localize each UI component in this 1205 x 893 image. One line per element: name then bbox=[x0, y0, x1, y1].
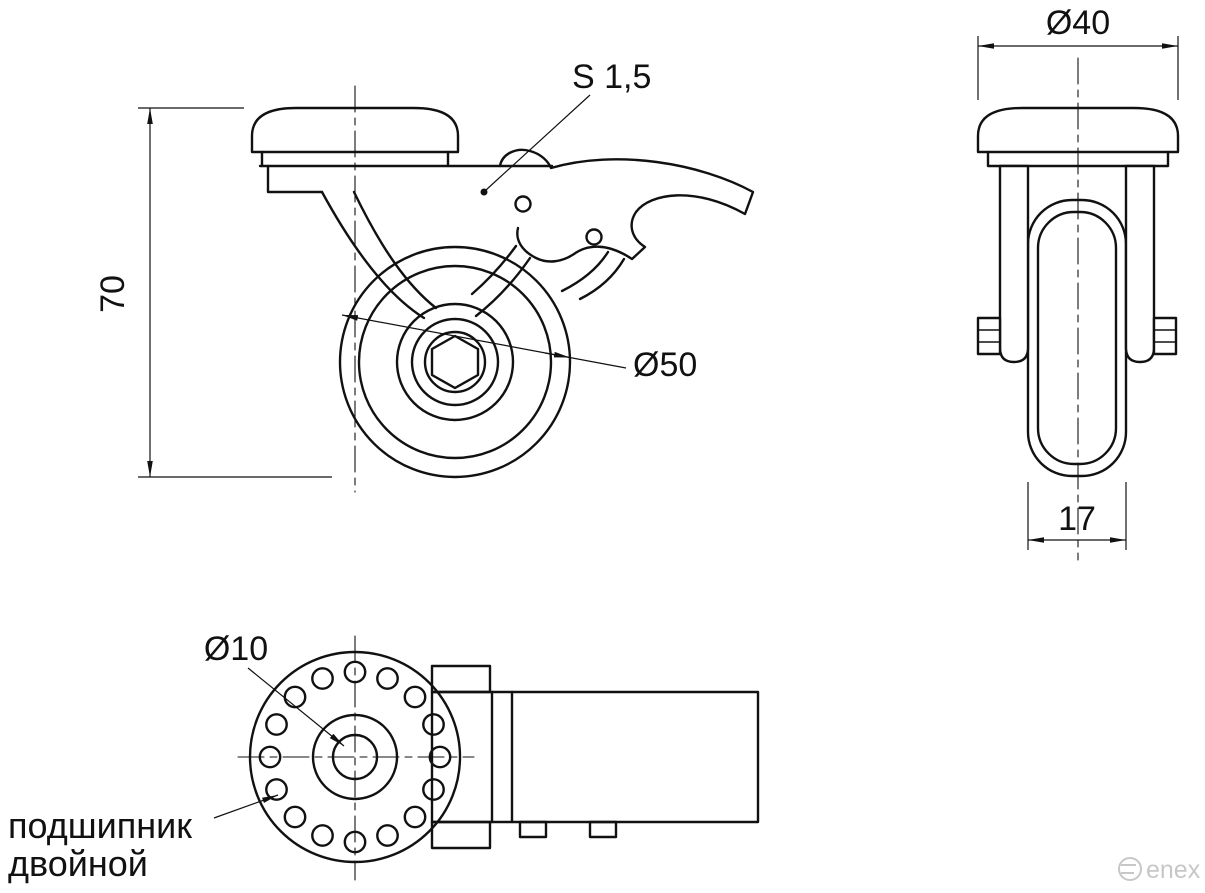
front-cap-lip bbox=[260, 150, 450, 168]
bearing-ball bbox=[376, 667, 399, 690]
side-wheel-inner bbox=[1036, 210, 1118, 466]
bottom-brake-tab-2 bbox=[588, 820, 618, 839]
bearing-ball bbox=[311, 667, 334, 690]
bearing-ball bbox=[422, 713, 445, 736]
front-axle-boss bbox=[423, 330, 487, 394]
wheel-dia-leader bbox=[341, 314, 627, 369]
bearing-ball-ring bbox=[258, 660, 452, 854]
front-thickness-leader-dot bbox=[480, 188, 488, 196]
bearing-ball bbox=[265, 713, 288, 736]
side-axle-bolt-right bbox=[1152, 316, 1178, 356]
front-fork-left bbox=[320, 190, 438, 320]
front-bracket-hole-2 bbox=[585, 228, 603, 246]
width-dim-label: 17 bbox=[1058, 500, 1096, 538]
bottom-dimensions bbox=[213, 667, 345, 819]
bearing-ball bbox=[283, 805, 307, 829]
brand-logo-icon bbox=[1118, 857, 1142, 881]
side-view bbox=[976, 57, 1180, 561]
bottom-wheel-body bbox=[430, 690, 760, 824]
front-cap bbox=[250, 106, 460, 154]
wheel-dia-label: Ø50 bbox=[633, 346, 697, 384]
bearing-ball bbox=[376, 824, 399, 847]
thickness-leader-line bbox=[485, 94, 591, 191]
bearing-ball bbox=[343, 660, 367, 684]
bearing-ball bbox=[422, 778, 445, 801]
side-dimensions bbox=[977, 36, 1179, 550]
bore-dia-label: Ø10 bbox=[204, 630, 268, 668]
bearing-ball bbox=[343, 830, 367, 854]
brand-watermark: enex bbox=[1118, 856, 1201, 884]
side-fork-right-leg bbox=[1124, 164, 1156, 364]
bearing-note-leader bbox=[213, 794, 279, 819]
front-axle-nut bbox=[430, 334, 480, 390]
front-bracket-hole-1 bbox=[514, 195, 532, 213]
wheel-dia-arrow2 bbox=[544, 351, 571, 359]
bearing-ball bbox=[403, 805, 427, 829]
front-view bbox=[250, 85, 755, 493]
bearing-ball bbox=[283, 685, 307, 709]
bearing-ball bbox=[265, 778, 288, 801]
bottom-plate-outer bbox=[248, 650, 462, 864]
bearing-ball bbox=[428, 745, 452, 769]
bearing-note-line1: подшипник bbox=[8, 805, 192, 846]
bottom-fork-leg-top bbox=[430, 664, 492, 694]
thickness-label: S 1,5 bbox=[572, 58, 651, 96]
bottom-brake-tab-1 bbox=[518, 820, 548, 839]
side-wheel-tire bbox=[1026, 198, 1128, 478]
front-wheel-tire-inner bbox=[357, 264, 553, 460]
side-axle-bolt-left bbox=[976, 316, 1002, 356]
height-dim-label: 70 bbox=[94, 275, 132, 313]
bearing-ball bbox=[311, 824, 334, 847]
front-brake-arm bbox=[560, 250, 626, 301]
front-bracket-left bbox=[266, 164, 324, 194]
bore-dia-leader bbox=[247, 667, 345, 747]
bottom-fork-leg-bottom bbox=[430, 820, 492, 850]
side-cap bbox=[976, 106, 1180, 154]
front-wheel-hub bbox=[410, 317, 500, 407]
watermark-text: enex bbox=[1146, 856, 1201, 884]
front-wheel-rim bbox=[395, 302, 515, 422]
bottom-hub-boss bbox=[311, 713, 399, 801]
front-dimensions bbox=[138, 94, 627, 478]
brand-logo-icon-lines bbox=[1121, 864, 1136, 874]
bottom-view bbox=[237, 635, 760, 881]
front-wheel-outer bbox=[338, 245, 572, 479]
side-axle-bolt-facets bbox=[977, 329, 1177, 343]
front-brake-lever bbox=[498, 148, 755, 263]
side-cap-lip bbox=[986, 150, 1170, 168]
bearing-note-line2: двойной bbox=[8, 843, 148, 884]
side-fork-left-leg bbox=[998, 164, 1030, 364]
cap-dia-label: Ø40 bbox=[1046, 4, 1110, 42]
bottom-bore bbox=[331, 733, 379, 781]
bearing-ball bbox=[258, 745, 282, 769]
bearing-ball bbox=[403, 685, 427, 709]
